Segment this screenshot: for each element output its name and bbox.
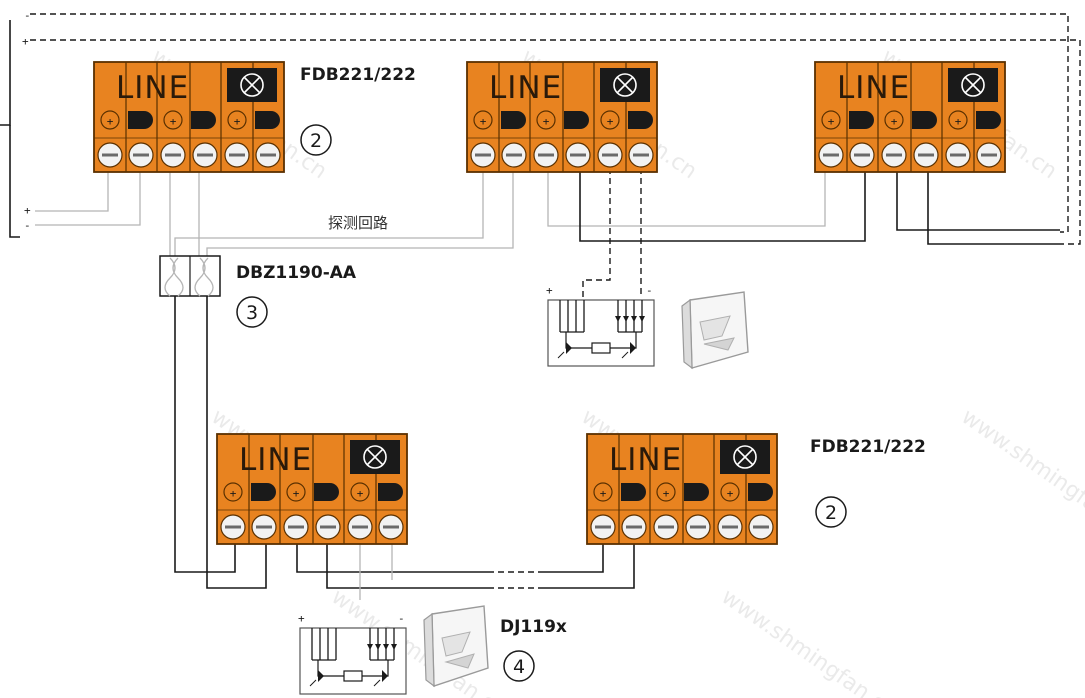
svg-text:+: + <box>543 115 550 128</box>
base-line-text: LINE <box>239 442 312 478</box>
loop-wiring-top <box>169 168 1060 262</box>
svg-text:+: + <box>607 115 614 128</box>
indicator-top-wiring <box>582 168 642 298</box>
callout-isolator: 3 <box>236 296 268 328</box>
svg-text:+: + <box>170 115 177 128</box>
isolator-label: DBZ1190-AA <box>236 263 357 283</box>
svg-text:+: + <box>600 487 607 500</box>
detector-base-bottom-left: LINE+++ <box>216 433 408 545</box>
base-line-text: LINE <box>609 442 682 478</box>
svg-text:+: + <box>663 487 670 500</box>
svg-text:+: + <box>107 115 114 128</box>
line-isolator <box>159 255 221 297</box>
detector-base-top-left: LINE+++ <box>93 61 285 173</box>
svg-text:+: + <box>955 115 962 128</box>
base-line-text: LINE <box>116 70 189 106</box>
base-line-text: LINE <box>837 70 910 106</box>
detector-base-top-middle: LINE+++ <box>466 61 658 173</box>
svg-text:www.shmingfan.cn: www.shmingfan.cn <box>717 584 902 698</box>
svg-text:-: - <box>646 284 653 297</box>
svg-text:+: + <box>727 487 734 500</box>
callout-base-top: 2 <box>300 124 332 156</box>
detector-base-label-top: FDB221/222 <box>300 65 416 85</box>
indicator-label: DJ119x <box>500 617 567 637</box>
indicator-schematic-bottom: +- <box>298 612 407 695</box>
svg-text:+: + <box>891 115 898 128</box>
svg-text:3: 3 <box>246 302 258 324</box>
minus-marker-left: - <box>24 219 31 232</box>
detector-base-label-bottom: FDB221/222 <box>810 437 926 457</box>
outer-loop-wiring <box>0 13 1081 245</box>
svg-text:+: + <box>234 115 241 128</box>
svg-text:+: + <box>293 487 300 500</box>
svg-text:+: + <box>546 284 553 297</box>
base-line-text: LINE <box>489 70 562 106</box>
indicator-device-bottom <box>423 605 489 688</box>
detector-base-top-right: LINE+++ <box>814 61 1006 173</box>
svg-text:+: + <box>828 115 835 128</box>
svg-text:+: + <box>230 487 237 500</box>
isolator-down-wiring <box>174 296 267 589</box>
svg-text:+: + <box>298 612 305 625</box>
callout-indicator: 4 <box>503 650 535 682</box>
svg-text:-: - <box>398 612 405 625</box>
svg-text:2: 2 <box>825 502 837 524</box>
detection-loop-label: 探测回路 <box>328 214 388 232</box>
plus-marker-left: + <box>24 204 31 217</box>
indicator-schematic-top: +- <box>546 284 655 367</box>
svg-text:2: 2 <box>310 130 322 152</box>
indicator-device-top <box>681 291 749 370</box>
callout-base-bottom: 2 <box>815 496 847 528</box>
plus-marker-top-2: + <box>22 35 29 48</box>
loop-wiring-bottom <box>296 540 635 589</box>
left-feed-wiring <box>35 168 141 226</box>
svg-text:+: + <box>357 487 364 500</box>
plus-marker-top-1: - <box>24 9 31 22</box>
detector-base-bottom-right: LINE+++ <box>586 433 778 545</box>
svg-text:4: 4 <box>513 656 525 678</box>
svg-text:+: + <box>480 115 487 128</box>
svg-text:www.shmingfan.cn: www.shmingfan.cn <box>957 404 1085 544</box>
